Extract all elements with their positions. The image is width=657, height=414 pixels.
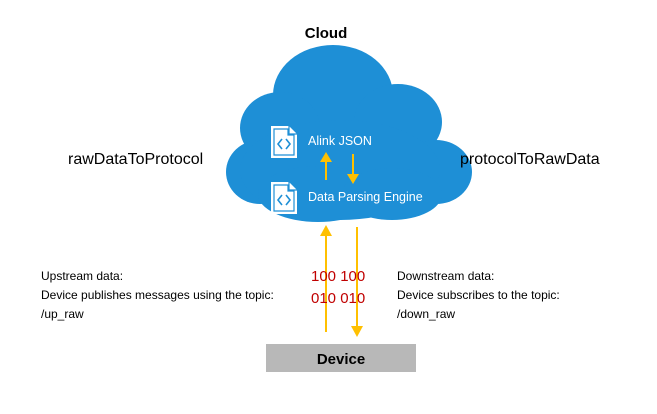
diagram-title: Cloud [305, 25, 348, 42]
cloud-down-arrow [347, 154, 359, 184]
device-label: Device [317, 351, 365, 368]
downstream-arrow [351, 227, 363, 337]
alink-json-label: Alink JSON [308, 134, 372, 148]
raw-data-to-protocol-label: rawDataToProtocol [68, 151, 203, 168]
downstream-note-line-2: Device subscribes to the topic: [397, 288, 560, 302]
code-file-icon [271, 126, 297, 158]
downstream-note-line-3: /down_raw [397, 307, 455, 321]
downstream-note: Downstream data: Device subscribes to th… [397, 269, 560, 321]
binary-data-row-1: 100 100 [311, 268, 365, 285]
upstream-note: Upstream data: Device publishes messages… [41, 269, 274, 321]
upstream-arrow [320, 225, 332, 332]
upstream-note-line-3: /up_raw [41, 307, 84, 321]
downstream-note-line-1: Downstream data: [397, 269, 494, 283]
code-file-icon [271, 182, 297, 214]
data-parsing-engine-label: Data Parsing Engine [308, 190, 423, 204]
protocol-to-raw-data-label: protocolToRawData [460, 151, 600, 168]
upstream-note-line-2: Device publishes messages using the topi… [41, 288, 274, 302]
upstream-note-line-1: Upstream data: [41, 269, 123, 283]
device-box: Device [266, 344, 416, 372]
binary-data-row-2: 010 010 [311, 290, 365, 307]
cloud-up-arrow [320, 152, 332, 180]
